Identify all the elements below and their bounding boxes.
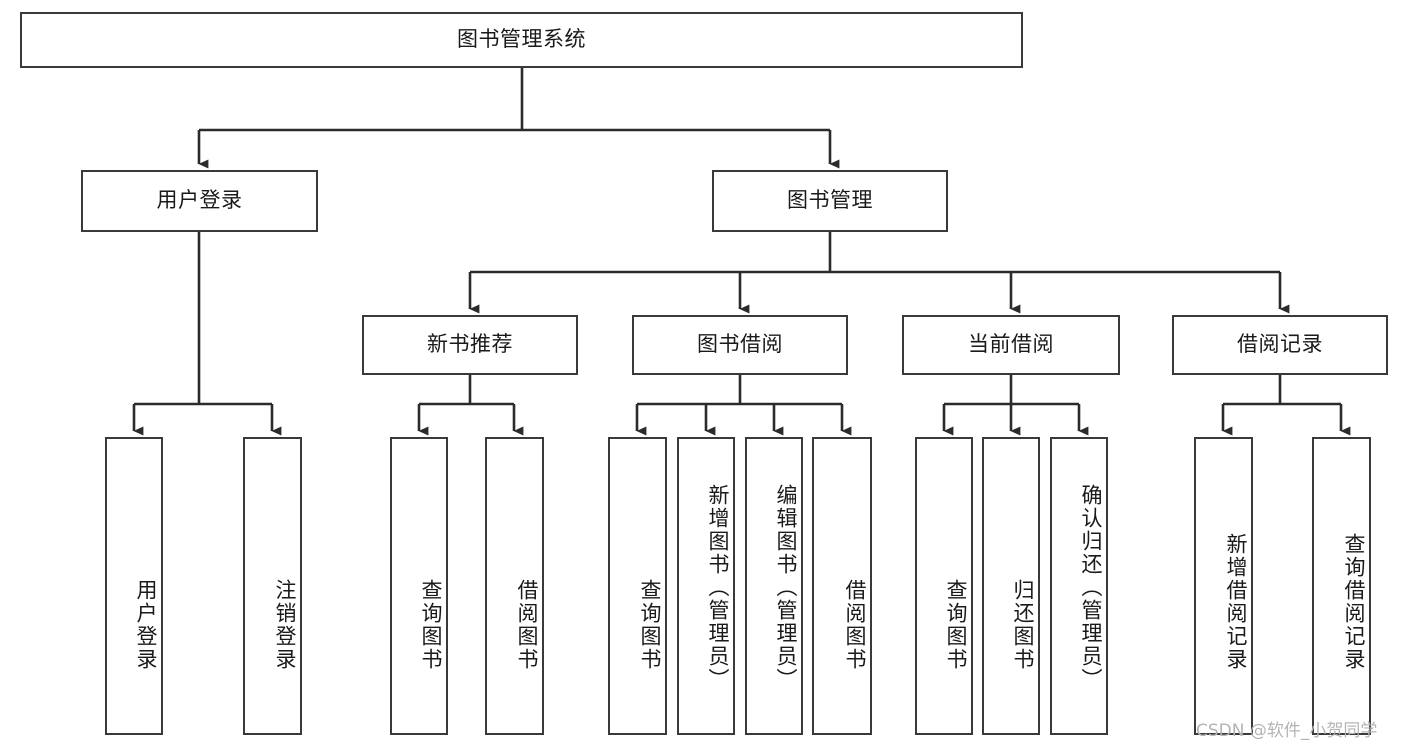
leaf-query-book-current[interactable]: 查询图书 (915, 437, 973, 735)
node-label: 借阅图书 (515, 579, 539, 671)
node-label: 确认归还（管理员） (1079, 483, 1103, 691)
node-label: 当前借阅 (968, 332, 1054, 357)
node-current-borrow[interactable]: 当前借阅 (902, 315, 1120, 375)
node-label: 注销登录 (273, 579, 297, 671)
node-book-manage[interactable]: 图书管理 (712, 170, 948, 232)
node-label: 图书管理系统 (457, 27, 586, 52)
node-label: 新书推荐 (427, 332, 513, 357)
node-borrow-record[interactable]: 借阅记录 (1172, 315, 1388, 375)
node-label: 图书管理 (787, 188, 873, 213)
node-root-system[interactable]: 图书管理系统 (20, 12, 1023, 68)
leaf-borrow-book[interactable]: 借阅图书 (812, 437, 872, 735)
node-book-borrow[interactable]: 图书借阅 (632, 315, 848, 375)
node-new-book-recommend[interactable]: 新书推荐 (362, 315, 578, 375)
leaf-edit-book[interactable]: 编辑图书（管理员） (745, 437, 803, 735)
leaf-query-book-recommend[interactable]: 查询图书 (390, 437, 448, 735)
node-label: 借阅记录 (1237, 332, 1323, 357)
node-label: 新增借阅记录 (1224, 533, 1248, 671)
node-label: 查询图书 (419, 579, 443, 671)
node-label: 编辑图书（管理员） (774, 483, 798, 691)
node-label: 归还图书 (1011, 579, 1035, 671)
leaf-confirm-return[interactable]: 确认归还（管理员） (1050, 437, 1108, 735)
node-label: 查询图书 (638, 579, 662, 671)
node-user-login[interactable]: 用户登录 (81, 170, 318, 232)
node-label: 用户登录 (134, 579, 158, 671)
node-label: 用户登录 (156, 188, 243, 213)
leaf-add-book[interactable]: 新增图书（管理员） (677, 437, 735, 735)
node-label: 借阅图书 (843, 579, 867, 671)
node-label: 图书借阅 (697, 332, 783, 357)
leaf-return-book[interactable]: 归还图书 (982, 437, 1040, 735)
leaf-user-login[interactable]: 用户登录 (105, 437, 163, 735)
leaf-borrow-book-recommend[interactable]: 借阅图书 (485, 437, 544, 735)
node-label: 查询图书 (944, 579, 968, 671)
leaf-add-borrow-record[interactable]: 新增借阅记录 (1194, 437, 1253, 735)
leaf-query-book-borrow[interactable]: 查询图书 (608, 437, 667, 735)
node-label: 新增图书（管理员） (706, 483, 730, 691)
leaf-query-borrow-record[interactable]: 查询借阅记录 (1312, 437, 1371, 735)
node-label: 查询借阅记录 (1342, 533, 1366, 671)
leaf-logout-login[interactable]: 注销登录 (243, 437, 302, 735)
